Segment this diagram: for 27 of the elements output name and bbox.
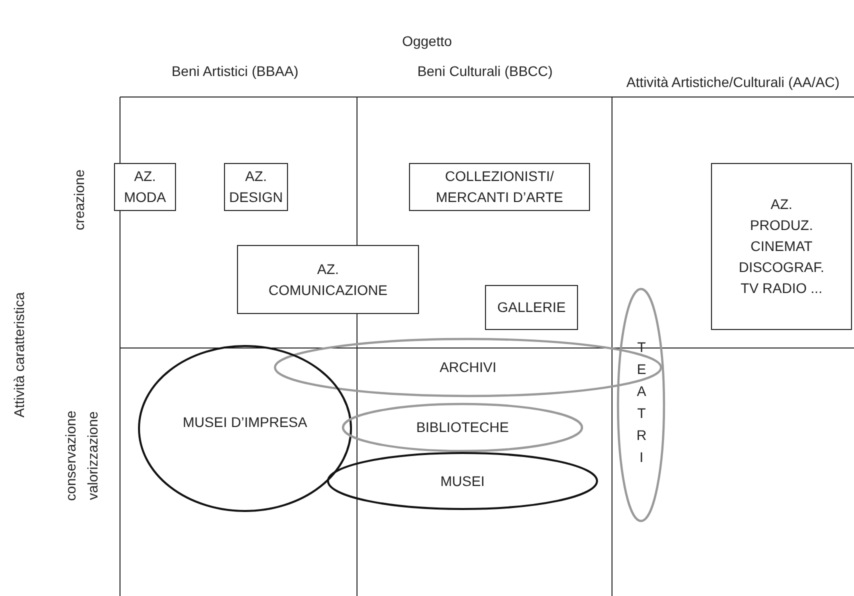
category-box [237, 245, 419, 314]
category-box [711, 163, 852, 330]
category-box [114, 163, 176, 211]
axis-title: Oggetto [401, 32, 453, 51]
category-box [485, 285, 578, 330]
category-box [409, 163, 590, 211]
category-label: TEATRI [632, 339, 650, 471]
category-label: AZ. MODA [123, 167, 167, 207]
category-label: COLLEZIONISTI/ MERCANTI D’ARTE [434, 167, 564, 207]
category-ellipse [342, 403, 583, 452]
category-label: MUSEI D’IMPRESA [182, 413, 308, 432]
category-ellipse [327, 452, 598, 510]
category-label: AZ. PRODUZ. CINEMAT DISCOGRAF. TV RADIO ... [738, 195, 826, 298]
row-header: creazione [70, 168, 88, 232]
category-label: AZ. COMUNICAZIONE [268, 260, 388, 300]
column-header: Attività Artistiche/Culturali (AA/AC) [625, 73, 841, 92]
column-header: Beni Culturali (BBCC) [416, 62, 554, 81]
column-header: Beni Artistici (BBAA) [170, 62, 300, 81]
category-label: ARCHIVI [440, 358, 496, 377]
category-label: GALLERIE [497, 298, 566, 317]
category-ellipse [617, 288, 665, 522]
category-label: BIBLIOTECHE [416, 418, 509, 437]
axis-title: Attività caratteristica [10, 291, 28, 420]
category-label: AZ. DESIGN [228, 167, 284, 207]
category-label: MUSEI [440, 472, 485, 490]
category-ellipse [138, 345, 352, 512]
row-header: conservazione valorizzazione [61, 409, 101, 502]
